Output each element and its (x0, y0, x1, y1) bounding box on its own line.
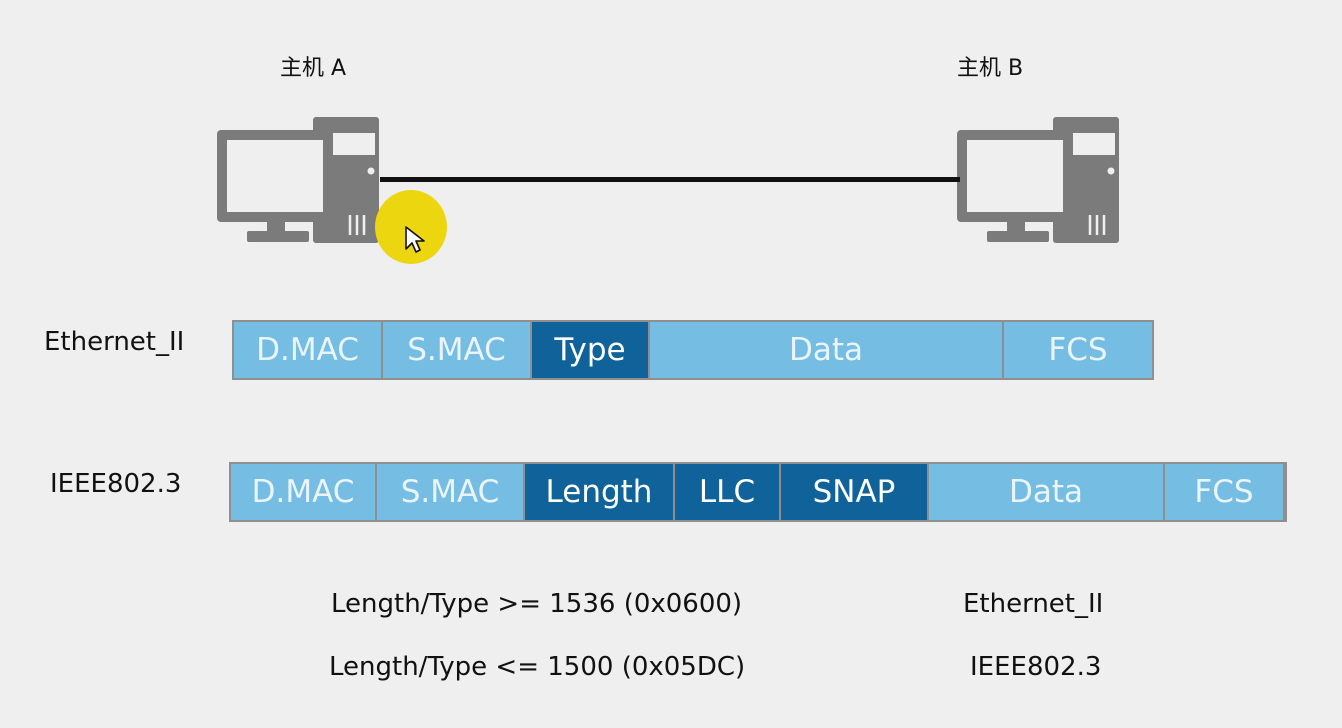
frame-field-data: Data (929, 464, 1163, 520)
rule-condition: Length/Type >= 1536 (0x0600) (331, 589, 743, 619)
frame-field-fcs: FCS (1165, 464, 1283, 520)
ethernet-ii-frame: D.MAC S.MAC Type Data FCS (232, 320, 1154, 380)
ieee8023-frame: D.MAC S.MAC Length LLC SNAP Data FCS (229, 462, 1287, 522)
frame-field-llc: LLC (675, 464, 779, 520)
rule-condition: Length/Type <= 1500 (0x05DC) (329, 652, 746, 682)
frame-field-type: Type (532, 322, 648, 378)
frame-field-smac: S.MAC (377, 464, 523, 520)
rule-result: IEEE802.3 (970, 652, 1102, 682)
frame-field-fcs: FCS (1004, 322, 1152, 378)
network-cable (380, 177, 960, 182)
frame-field-data: Data (650, 322, 1002, 378)
host-b-label: 主机 B (957, 56, 1024, 81)
ieee8023-label: IEEE802.3 (50, 469, 182, 499)
desktop-computer-icon (217, 117, 379, 243)
frame-field-length: Length (525, 464, 673, 520)
frame-field-dmac: D.MAC (231, 464, 375, 520)
cursor-highlight (375, 190, 447, 264)
desktop-computer-icon (957, 117, 1119, 243)
ethernet-ii-label: Ethernet_II (44, 327, 185, 357)
rule-result: Ethernet_II (963, 589, 1104, 619)
frame-field-dmac: D.MAC (234, 322, 381, 378)
frame-field-snap: SNAP (781, 464, 927, 520)
frame-field-smac: S.MAC (383, 322, 530, 378)
host-a-label: 主机 A (280, 56, 347, 81)
mouse-pointer-icon (405, 226, 425, 253)
